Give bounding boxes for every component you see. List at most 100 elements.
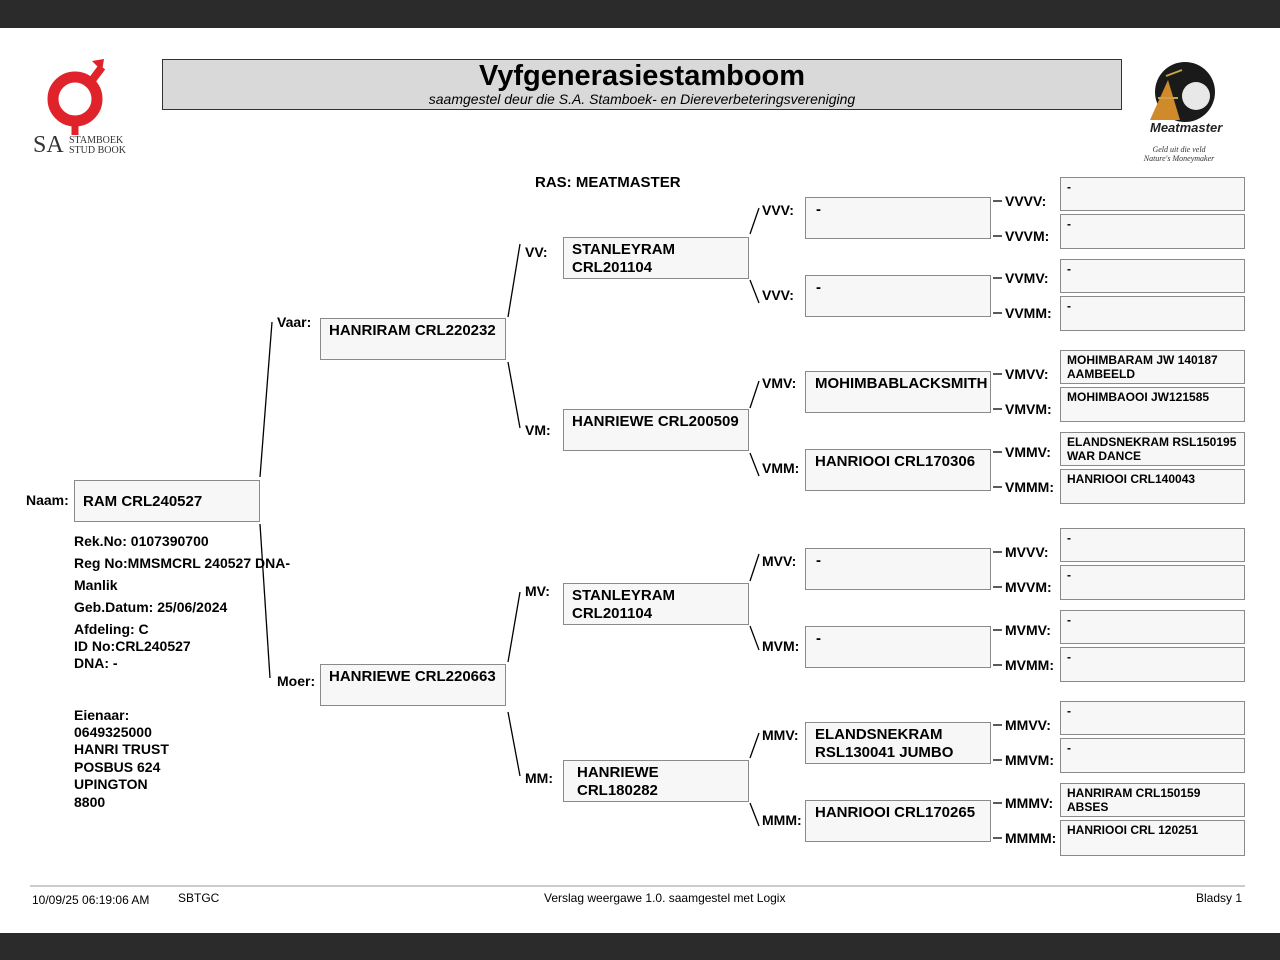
mmv-box: ELANDSNEKRAM RSL130041 JUMBO: [805, 722, 991, 764]
vmvm-box: MOHIMBAOOI JW121585: [1060, 387, 1245, 422]
mmvv-label: MMVV:: [1005, 717, 1051, 733]
mmvv-name-line1: -: [1067, 704, 1071, 718]
mv-name-line2: CRL201104: [572, 605, 653, 622]
vvmm-box: -: [1060, 296, 1245, 331]
rek-no: Rek.No: 0107390700: [74, 533, 209, 549]
mmmm-label: MMMM:: [1005, 830, 1057, 846]
vmvm-label: VMVM:: [1005, 401, 1052, 417]
meatmaster-tagline-1: Geld uit die veld: [1152, 145, 1206, 154]
meatmaster-tagline-2: Nature's Moneymaker: [1143, 154, 1215, 163]
mm-box: HANRIEWE CRL180282: [563, 760, 749, 802]
mvmm-box: -: [1060, 647, 1245, 682]
mmv-name-line1: ELANDSNEKRAM: [815, 726, 943, 743]
vmv-name-line1: MOHIMBABLACKSMITH: [815, 375, 988, 392]
mvv-label: MVV:: [762, 553, 797, 569]
vvmm-name-line1: -: [1067, 299, 1071, 313]
mmvv-box: -: [1060, 701, 1245, 735]
vmmm-name-line1: HANRIOOI CRL140043: [1067, 472, 1196, 486]
naam-label: Naam:: [26, 492, 69, 508]
viewer-top-bar: [0, 0, 1280, 28]
mvm-name-line1: -: [816, 630, 821, 647]
vm-box: HANRIEWE CRL200509: [563, 409, 749, 451]
footer-timestamp: 10/09/25 06:19:06 AM: [32, 893, 150, 907]
footer-page-number: Bladsy 1: [1196, 891, 1243, 905]
mvvv-box: -: [1060, 528, 1245, 562]
vmvm-name-line1: MOHIMBAOOI JW121585: [1067, 390, 1210, 404]
mv-name-line1: STANLEYRAM: [572, 587, 676, 604]
vmv-box: MOHIMBABLACKSMITH: [805, 371, 991, 413]
vmmv-name-line1: ELANDSNEKRAM RSL150195: [1067, 435, 1237, 449]
owner-address: POSBUS 624: [74, 759, 161, 775]
vvvm-box: -: [1060, 214, 1245, 249]
mmm-label: MMM:: [762, 812, 802, 828]
mvmm-name-line1: -: [1067, 650, 1071, 664]
mv-box: STANLEYRAM CRL201104: [563, 583, 749, 625]
meatmaster-brand: Meatmaster: [1150, 120, 1223, 135]
vvmm-label: VVMM:: [1005, 305, 1052, 321]
vmvv-name-line1: MOHIMBARAM JW 140187: [1067, 353, 1218, 367]
vmmm-box: HANRIOOI CRL140043: [1060, 469, 1245, 504]
vmm-label: VMM:: [762, 460, 800, 476]
stud-symbol-icon: [47, 59, 106, 135]
mm-name-line1: HANRIEWE CRL180282: [577, 764, 659, 799]
mmv-name-line2: RSL130041 JUMBO: [815, 744, 954, 761]
viewer-bottom-bar: [0, 933, 1280, 960]
vvmv-label: VVMV:: [1005, 270, 1049, 286]
owner-city: UPINGTON: [74, 776, 148, 792]
animal-name: RAM CRL240527: [83, 493, 203, 510]
animal-name-box: RAM CRL240527: [74, 480, 260, 522]
mvmm-label: MVMM:: [1005, 657, 1054, 673]
vvm-box: -: [805, 275, 991, 317]
vvvm-name-line1: -: [1067, 217, 1071, 231]
mvv-name-line1: -: [816, 552, 821, 569]
owner-phone: 0649325000: [74, 724, 152, 740]
mvmv-name-line1: -: [1067, 613, 1071, 627]
sire-name: HANRIRAM CRL220232: [329, 322, 496, 339]
mv-label: MV:: [525, 583, 550, 599]
mvvv-label: MVVV:: [1005, 544, 1049, 560]
id-no: ID No:CRL240527: [74, 638, 191, 654]
dam-name: HANRIEWE CRL220663: [329, 668, 496, 685]
vvv-name-line1: -: [816, 201, 821, 218]
vmm-box: HANRIOOI CRL170306: [805, 449, 991, 491]
mmvm-label: MMVM:: [1005, 752, 1054, 768]
footer-report: Verslag weergawe 1.0. saamgestel met Log…: [544, 891, 786, 905]
vm-name-line1: HANRIEWE CRL200509: [572, 413, 739, 430]
dna: DNA: -: [74, 655, 118, 671]
mvvv-name-line1: -: [1067, 531, 1071, 545]
vvv-label: VVV:: [762, 202, 794, 218]
mmmv-name-line2: ABSES: [1067, 800, 1109, 814]
vv-name-line2: CRL201104: [572, 259, 653, 276]
sex: Manlik: [74, 577, 118, 593]
meatmaster-logo: Meatmaster Geld uit die veld Nature's Mo…: [1138, 58, 1228, 168]
vmmv-box: ELANDSNEKRAM RSL150195 WAR DANCE: [1060, 432, 1245, 466]
mm-label: MM:: [525, 770, 553, 786]
mmvm-name-line1: -: [1067, 741, 1071, 755]
owner-postcode: 8800: [74, 794, 106, 810]
vm-label: VM:: [525, 422, 551, 438]
vmm-name-line1: HANRIOOI CRL170306: [815, 453, 976, 470]
mvmv-label: MVMV:: [1005, 622, 1051, 638]
mmvm-box: -: [1060, 738, 1245, 773]
mmmm-box: HANRIOOI CRL 120251: [1060, 820, 1245, 856]
vv-label: VV:: [525, 244, 548, 260]
dam-box: HANRIEWE CRL220663: [320, 664, 506, 706]
vvm-label: VVV:: [762, 287, 794, 303]
vvvv-box: -: [1060, 177, 1245, 211]
vvv-box: -: [805, 197, 991, 239]
birth-date: Geb.Datum: 25/06/2024: [74, 599, 228, 615]
mvmv-box: -: [1060, 610, 1245, 644]
footer-code: SBTGC: [178, 891, 220, 905]
page-title: Vyfgenerasiestamboom: [478, 60, 806, 92]
vmmv-name-line2: WAR DANCE: [1067, 449, 1141, 463]
mmmv-label: MMMV:: [1005, 795, 1054, 811]
vmv-label: VMV:: [762, 375, 797, 391]
logo-studbook-text: STUD BOOK: [69, 145, 126, 156]
page-subtitle: saamgestel deur die S.A. Stamboek- en Di…: [428, 91, 856, 107]
vvmv-box: -: [1060, 259, 1245, 293]
sa-studbook-logo: SA STAMBOEK STUD BOOK: [30, 55, 140, 160]
mvm-label: MVM:: [762, 638, 800, 654]
mmm-box: HANRIOOI CRL170265: [805, 800, 991, 842]
mmv-label: MMV:: [762, 727, 799, 743]
